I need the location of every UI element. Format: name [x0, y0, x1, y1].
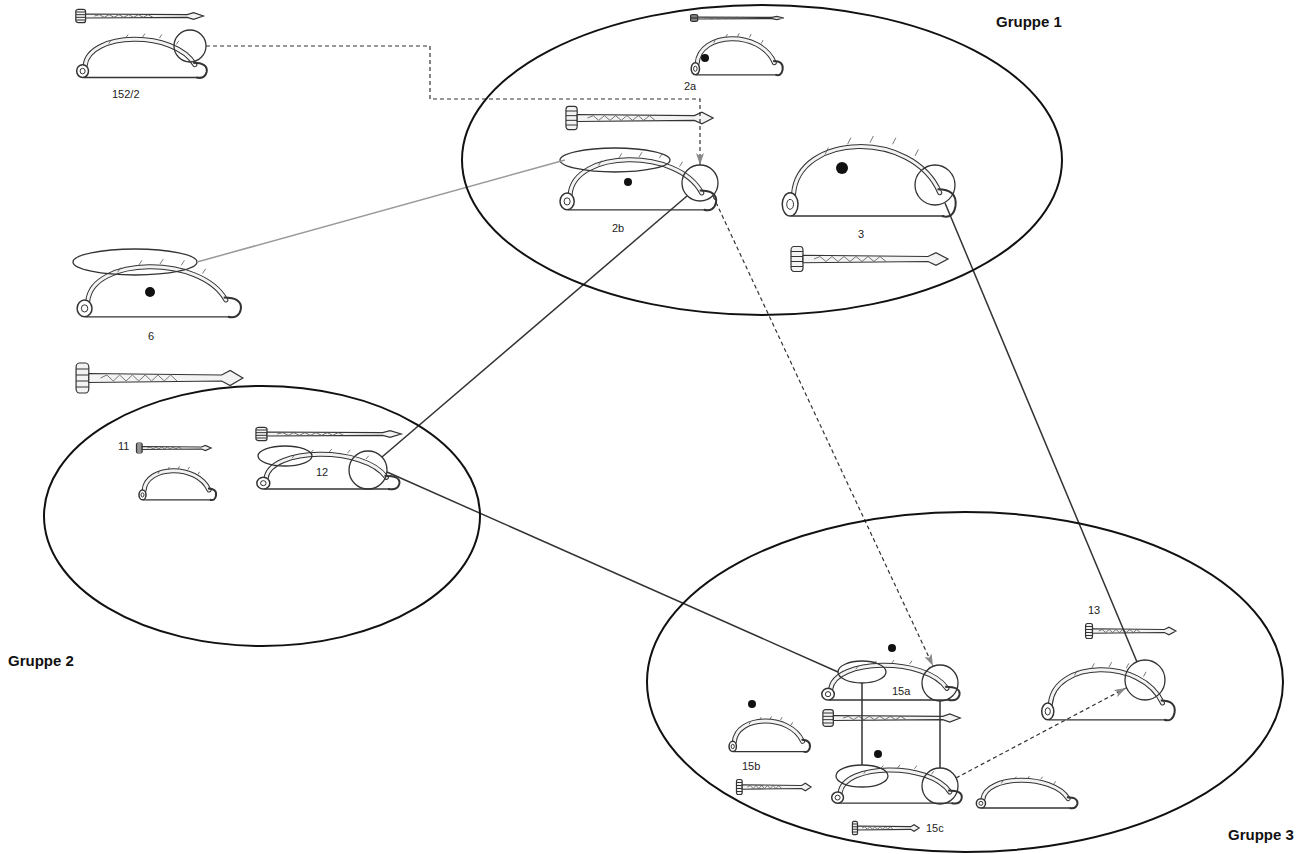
group-region: 11 12Gruppe 2 — [6, 386, 482, 674]
fibula-figure: 15c — [825, 748, 1085, 846]
fibula-side-view — [976, 776, 1077, 808]
fibula-figure: 3 — [775, 118, 965, 278]
group-label: Gruppe 3 — [1228, 826, 1294, 844]
fibula-figure: 2a — [676, 10, 790, 98]
fibula-figure: 15b — [722, 695, 814, 803]
fibula-side-view — [139, 466, 216, 500]
catalog-number: 15c — [926, 822, 944, 834]
fibula-side-view — [77, 34, 207, 78]
section-dot — [145, 287, 155, 297]
section-dot — [836, 162, 848, 174]
group-region: 13 15a 15b 15c Gruppe 3 — [647, 512, 1307, 853]
fibula-figure: 6 — [70, 240, 250, 398]
group-ellipse — [462, 5, 1062, 315]
group-outline — [6, 386, 482, 674]
fibula-3 — [782, 136, 955, 272]
fibula-figure: 11 — [112, 436, 222, 506]
fibula-top-view — [852, 821, 919, 834]
detail-circle — [922, 665, 958, 701]
fibula-152-2 — [76, 9, 207, 78]
detail-ellipse — [836, 765, 888, 787]
fibula-figure: 15a — [816, 640, 968, 736]
catalog-number: 15b — [742, 760, 760, 772]
fibula-top-view — [691, 15, 784, 22]
fibula-top-view — [256, 427, 401, 440]
group-ellipse — [647, 512, 1283, 852]
connector-line — [945, 203, 1137, 662]
connector-line — [382, 196, 687, 457]
fibula-6 — [73, 249, 243, 393]
section-dot — [624, 178, 632, 186]
detail-circle — [682, 165, 718, 201]
fibula-figure: 152/2 — [70, 4, 215, 108]
connector-line — [206, 46, 700, 165]
fibula-2a — [691, 15, 784, 75]
fibula-side-view — [77, 259, 241, 317]
connector-line — [197, 160, 565, 262]
fibula-top-view — [76, 363, 243, 393]
section-dot — [874, 750, 882, 758]
fibula-top-view — [136, 443, 211, 453]
section-dot — [701, 54, 709, 62]
catalog-number: 2a — [684, 80, 696, 92]
fibula-2b — [560, 106, 718, 210]
catalog-number: 3 — [858, 228, 864, 240]
fibula-side-view — [691, 33, 783, 75]
catalog-number: 15a — [892, 685, 910, 697]
group-label: Gruppe 2 — [8, 652, 74, 670]
fibula-side-view — [832, 765, 962, 804]
group-label: Gruppe 1 — [996, 13, 1062, 31]
fibula-15c — [832, 750, 1078, 835]
fibula-top-view — [736, 780, 811, 795]
detail-ellipse — [560, 148, 670, 172]
catalog-number: 12 — [316, 466, 328, 478]
connector-line — [713, 196, 933, 666]
catalog-number: 152/2 — [112, 88, 140, 100]
detail-circle — [915, 165, 955, 205]
connector-line — [387, 472, 838, 672]
catalog-number: 11 — [118, 440, 129, 452]
detail-circle — [1125, 660, 1165, 700]
fibula-top-view — [1086, 624, 1176, 639]
fibula-side-view — [1042, 662, 1175, 720]
connector-line — [939, 701, 941, 768]
section-dot — [888, 644, 896, 652]
group-ellipse — [44, 386, 480, 646]
fibula-12 — [256, 427, 401, 489]
catalog-number: 13 — [1088, 604, 1100, 616]
fibula-side-view — [257, 449, 400, 489]
fibula-side-view — [822, 660, 960, 700]
fibula-side-view — [782, 136, 955, 217]
connector-line — [861, 683, 863, 765]
fibula-side-view — [560, 152, 716, 210]
fibula-figure: 12 — [250, 422, 408, 498]
fibula-side-view — [729, 716, 810, 751]
fibula-top-view — [566, 106, 713, 129]
detail-ellipse — [838, 661, 886, 683]
detail-circle — [922, 768, 958, 804]
group-outline — [647, 512, 1307, 853]
group-outline — [462, 5, 1074, 315]
detail-ellipse — [258, 446, 312, 466]
fibula-top-view — [791, 247, 948, 272]
connector-line — [956, 688, 1126, 778]
fibula-11 — [136, 443, 216, 500]
group-region: 2a 2b 3 Gruppe 1 — [462, 5, 1074, 315]
catalog-number: 2b — [612, 222, 624, 234]
detail-circle — [174, 30, 206, 62]
catalog-number: 6 — [148, 330, 154, 342]
fibula-15b — [729, 700, 811, 795]
fibula-13 — [1042, 624, 1176, 721]
fibula-figure: 2b — [552, 100, 727, 252]
detail-circle — [349, 451, 387, 489]
fibula-figure: 13 — [1035, 598, 1183, 733]
fibula-top-view — [76, 9, 204, 22]
section-dot — [748, 700, 756, 708]
detail-ellipse — [73, 249, 197, 275]
